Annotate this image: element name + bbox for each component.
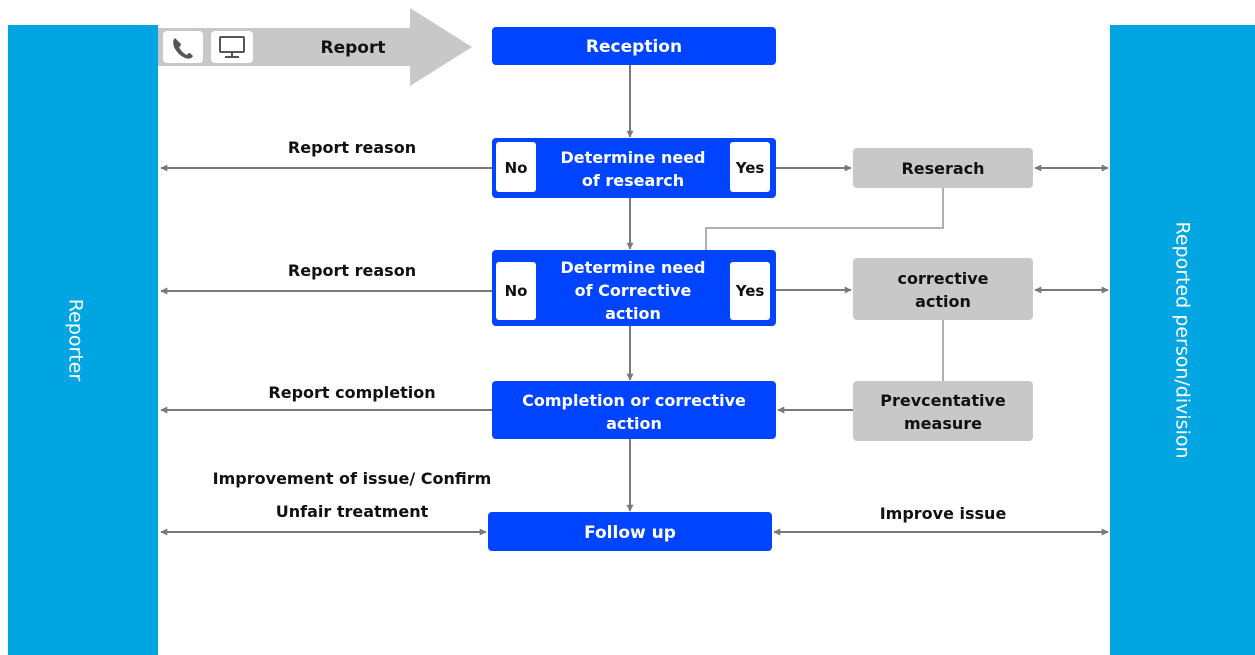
follow-up-node bbox=[488, 512, 772, 551]
unfair-treatment-label: Unfair treatment bbox=[276, 502, 429, 521]
research-decision-line2: of research bbox=[582, 171, 684, 190]
phone-icon bbox=[163, 31, 203, 63]
corrective-action-node bbox=[853, 258, 1033, 320]
corrective-decision-node bbox=[492, 250, 776, 326]
corrective-action-line1: corrective bbox=[897, 269, 988, 288]
research-decision-node bbox=[492, 138, 776, 198]
completion-node bbox=[492, 381, 776, 439]
report-completion-label: Report completion bbox=[268, 383, 435, 402]
completion-line2: action bbox=[606, 414, 662, 433]
research-node bbox=[853, 148, 1033, 188]
improve-issue-label: Improve issue bbox=[880, 504, 1007, 523]
research-no-box bbox=[496, 142, 536, 192]
corrective-yes-box bbox=[730, 262, 770, 320]
corrective-no-label: No bbox=[505, 282, 528, 300]
preventative-line2: measure bbox=[904, 414, 982, 433]
research-yes-label: Yes bbox=[735, 159, 765, 177]
research-no-label: No bbox=[505, 159, 528, 177]
monitor-icon bbox=[211, 31, 253, 63]
research-label: Reserach bbox=[901, 159, 984, 178]
report-reason-label-1: Report reason bbox=[288, 138, 416, 157]
report-arrow bbox=[158, 8, 472, 86]
reporter-lane-label: Reporter bbox=[65, 299, 87, 382]
preventative-node bbox=[853, 381, 1033, 441]
preventative-line1: Prevcentative bbox=[880, 391, 1006, 410]
research-yes-box bbox=[730, 142, 770, 192]
follow-up-label: Follow up bbox=[584, 523, 676, 543]
corrective-yes-label: Yes bbox=[735, 282, 765, 300]
research-decision-line1: Determine need bbox=[560, 148, 705, 167]
research-to-corrective-line bbox=[705, 188, 944, 250]
corrective-decision-line2: of Corrective bbox=[575, 281, 692, 300]
corrective-decision-line1: Determine need bbox=[560, 258, 705, 277]
reception-node bbox=[492, 27, 776, 65]
corrective-action-line2: action bbox=[915, 292, 971, 311]
reporter-lane bbox=[8, 25, 158, 655]
improvement-confirm-label: Improvement of issue/ Confirm bbox=[213, 469, 492, 488]
corrective-no-box bbox=[496, 262, 536, 320]
reported-division-lane bbox=[1110, 25, 1255, 655]
completion-line1: Completion or corrective bbox=[522, 391, 746, 410]
reception-label: Reception bbox=[586, 37, 682, 57]
report-reason-label-2: Report reason bbox=[288, 261, 416, 280]
report-arrow-label: Report bbox=[321, 38, 386, 58]
corrective-decision-line3: action bbox=[605, 304, 661, 323]
reported-division-lane-label: Reported person/division bbox=[1172, 221, 1194, 458]
